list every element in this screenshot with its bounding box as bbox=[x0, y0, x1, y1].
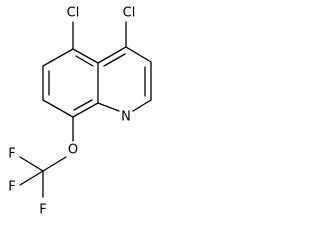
chlorine-atom-c4: Cl bbox=[123, 6, 136, 21]
bond-cf3-f-left bbox=[19, 170, 44, 186]
oxygen-atom: O bbox=[68, 143, 78, 158]
double-bond-c4a-c5 bbox=[75, 55, 94, 67]
bond-c4a-c5 bbox=[72, 48, 99, 64]
bond-cf3-f-top bbox=[19, 156, 44, 172]
double-bond-c4-c4a bbox=[103, 53, 126, 67]
nitrogen-atom: N bbox=[121, 110, 131, 125]
bonds bbox=[19, 21, 152, 198]
bond-c4-c3 bbox=[125, 46, 152, 63]
bond-c8-c8a bbox=[72, 102, 99, 118]
bond-c4a-c4 bbox=[97, 46, 127, 64]
bond-n1-c8a bbox=[97, 102, 120, 112]
bond-c2-n1 bbox=[132, 99, 152, 112]
double-bond-c8-c8a bbox=[73, 99, 93, 111]
bond-c7-c8 bbox=[42, 99, 74, 118]
molecule-structure: Cl Cl N O F F F bbox=[8, 6, 152, 218]
fluorine-atom-top: F bbox=[8, 147, 15, 162]
chlorine-atom-c5: Cl bbox=[67, 6, 80, 21]
bond-c5-c6 bbox=[42, 48, 74, 67]
bond-o-cf3 bbox=[42, 156, 67, 172]
fluorine-atom-bottom: F bbox=[39, 203, 46, 218]
fluorine-atom-left: F bbox=[8, 180, 15, 195]
atom-labels: Cl Cl N O F F F bbox=[8, 6, 135, 218]
